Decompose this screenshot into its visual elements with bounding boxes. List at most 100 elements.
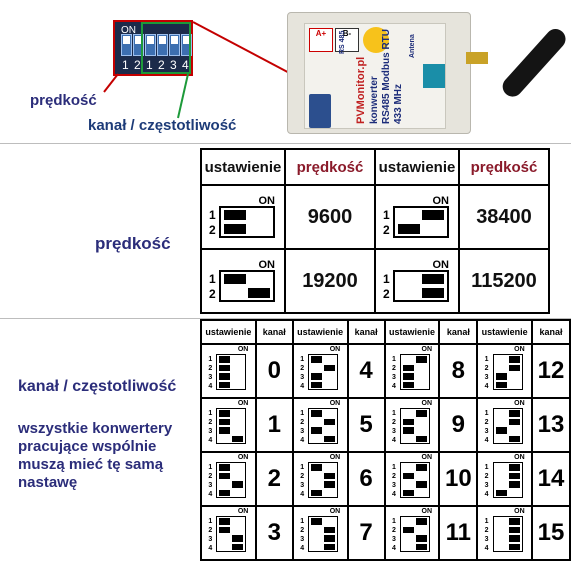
dip-on-label: ON [329, 346, 341, 353]
photo-dip-toggle [145, 34, 156, 56]
dip-body [216, 516, 247, 552]
dip-on-label: ON [514, 454, 525, 461]
dip-knob-on [508, 356, 520, 363]
dip-switch-number: 4 [484, 383, 489, 390]
dip-switch-number: 3 [484, 374, 489, 381]
dip-knob-on [508, 364, 520, 371]
device-brand: PVMonitor.pl [355, 56, 367, 124]
dip-knob-on [508, 481, 520, 488]
photo-dip-toggle [157, 34, 168, 56]
dip-knob-on [324, 535, 336, 542]
channel-highlight-box [141, 22, 191, 74]
dip-knob-off [219, 364, 231, 371]
dip-switch-number: 1 [209, 208, 216, 222]
channel-header-channel: kanał [438, 319, 479, 345]
dip-knob-on [416, 356, 428, 363]
dip-switch-number: 3 [208, 428, 213, 435]
dip-switch-number: 4 [300, 437, 305, 444]
speed-value-cell: 38400 [458, 184, 550, 250]
dip-knob-off [219, 356, 231, 363]
dip-switch-number: 1 [383, 208, 390, 222]
dip-knob-on [508, 410, 520, 417]
channel-note-line: muszą mieć tę samą [18, 456, 164, 473]
channel-number-cell: 13 [531, 397, 571, 453]
photo-dip-toggle [133, 34, 144, 56]
dip-knob-off [311, 464, 323, 471]
divider-top [0, 143, 571, 144]
dip-knob-off [224, 224, 246, 234]
dip-knob-on [508, 543, 520, 550]
speed-value-cell: 115200 [458, 248, 550, 314]
dip-body [308, 408, 339, 444]
dip-knob-off [495, 427, 507, 434]
dip-on-label: ON [432, 259, 450, 271]
dip-switch-number: 3 [392, 374, 396, 381]
dip-switch-number: 2 [300, 419, 305, 426]
dip-switch-number: 4 [484, 437, 489, 444]
dip-knob-off [495, 373, 507, 380]
channel-number-cell: 8 [438, 343, 479, 399]
dip-knob-off [224, 274, 246, 284]
dip-knob-off [219, 427, 231, 434]
dip-knob-on [324, 435, 336, 442]
channel-number-cell: 7 [346, 505, 386, 561]
speed-connector-line [192, 21, 298, 78]
dip-on-label: ON [421, 508, 433, 515]
dip-knob-on [416, 481, 428, 488]
dip-knob-off [224, 210, 246, 220]
dip-knob-off [219, 518, 231, 525]
device-line-3: 433 MHz [393, 83, 404, 124]
device-rs485-label: RS 485 [339, 30, 346, 54]
speed-header-speed-2: prędkość [458, 148, 550, 186]
dip-knob-on [232, 535, 244, 542]
dip-knob-on [416, 464, 428, 471]
dip-knob-off [311, 410, 323, 417]
dip-switch-number: 1 [300, 410, 305, 417]
dip-knob-on [324, 418, 336, 425]
channel-number-cell: 3 [254, 505, 294, 561]
dip-switch-number: 4 [392, 437, 396, 444]
dip-knob-off [311, 381, 323, 388]
dip-on-label: ON [329, 454, 341, 461]
channel-number-cell: 4 [346, 343, 386, 399]
dip-switch-number: 4 [300, 491, 305, 498]
dip-switch-number: 4 [392, 383, 396, 390]
dip-switch-number: 3 [208, 482, 213, 489]
dip-switch-number: 2 [484, 365, 489, 372]
dip-on-label: ON [421, 400, 433, 407]
dip-on-label: ON [258, 195, 276, 207]
dip-switch-number: 1 [392, 518, 396, 525]
dip-knob-off [311, 427, 323, 434]
dip-switch-number: 1 [209, 272, 216, 286]
dip-switch-number: 2 [300, 365, 305, 372]
dip-on-label: ON [258, 259, 276, 271]
photo-dip-number: 1 [146, 58, 153, 72]
dip-on-label: ON [514, 346, 525, 353]
dip-switch-number: 3 [300, 374, 305, 381]
sun-logo-icon [363, 27, 389, 53]
dip-on-label: ON [432, 195, 450, 207]
photo-speed-label: prędkość [30, 92, 97, 109]
dip-knob-on [324, 364, 336, 371]
dip-knob-off [311, 356, 323, 363]
dip-knob-off [219, 418, 231, 425]
dip-switch-number: 4 [208, 545, 213, 552]
dip-on-label: ON [121, 25, 136, 36]
dip-switch-number: 4 [208, 437, 213, 444]
